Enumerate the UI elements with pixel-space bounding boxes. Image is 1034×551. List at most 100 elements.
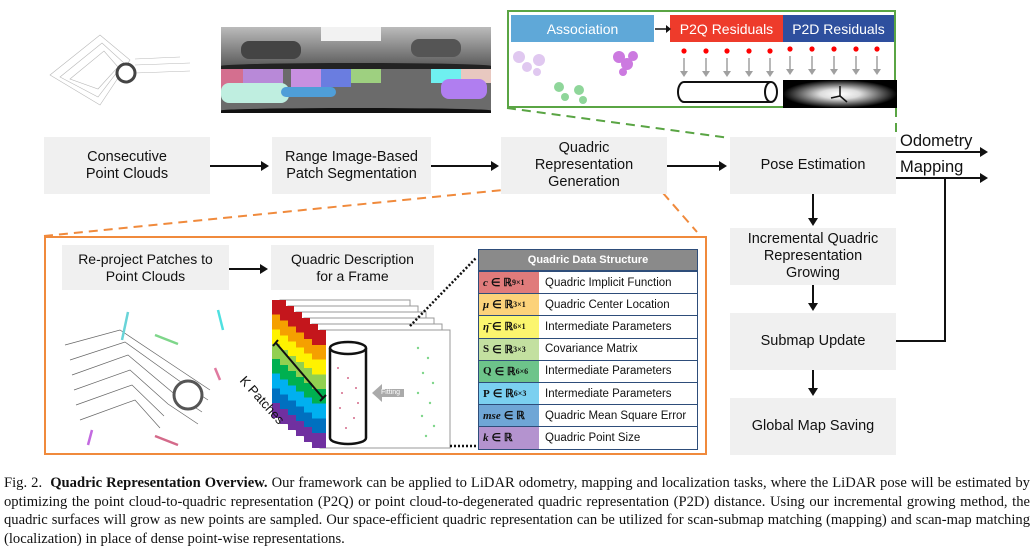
arrow-clouds-to-segmentation xyxy=(210,161,269,171)
patch-points xyxy=(416,346,436,438)
table-row: k∈ ℝ Quadric Point Size xyxy=(479,426,697,449)
dims-text: 3×1 xyxy=(513,300,526,310)
p2q-residuals-label: P2Q Residuals xyxy=(679,20,774,37)
segmented-range-image xyxy=(221,69,491,113)
space-text: ∈ ℝ xyxy=(494,365,516,378)
mapping-output-arrow xyxy=(896,173,988,183)
row-symbol: mse∈ ℝ xyxy=(479,405,539,427)
submap-feedback-line-v xyxy=(944,177,946,342)
orange-callout-right xyxy=(662,192,698,233)
arrow-generation-to-pose xyxy=(667,161,727,171)
association-clusters xyxy=(513,51,638,104)
pose-detail-graphic xyxy=(513,25,897,108)
reprojected-point-cloud-graphic xyxy=(64,309,225,447)
submap-feedback-line-h xyxy=(896,340,946,342)
range-image xyxy=(221,27,491,69)
space-text: ∈ ℝ xyxy=(491,432,513,445)
green-callout-left xyxy=(506,107,731,139)
association-header: Association xyxy=(511,15,654,42)
coordinate-axes-icon xyxy=(830,86,848,103)
row-description: Quadric Mean Square Error xyxy=(545,409,687,422)
association-label: Association xyxy=(546,20,619,37)
row-description: Intermediate Parameters xyxy=(545,320,672,333)
space-text: ∈ ℝ xyxy=(490,277,512,290)
caption-body: Our framework can be applied to LiDAR od… xyxy=(4,475,1030,547)
space-text: ∈ ℝ xyxy=(492,299,514,312)
residual-arrows xyxy=(680,46,881,77)
k-patches-bracket xyxy=(272,339,327,402)
caption-label: Fig. 2. xyxy=(4,475,43,491)
symbol-text: P xyxy=(483,387,490,400)
symbol-text: μ xyxy=(483,298,490,311)
arrow-segmentation-to-generation xyxy=(431,161,499,171)
incremental-growing-box: Incremental Quadric Representation Growi… xyxy=(730,228,896,285)
arrow-reproject-to-description xyxy=(229,264,268,274)
symbol-text: mse xyxy=(483,409,501,422)
figure-caption: Fig. 2. Quadric Representation Overview.… xyxy=(4,474,1030,548)
point-cloud-image xyxy=(40,15,191,115)
k-patches-stack-graphic xyxy=(272,257,478,449)
row-description: Quadric Point Size xyxy=(545,431,641,444)
symbol-text: k xyxy=(483,431,489,444)
symbol-text: S xyxy=(483,343,490,356)
symbol-text: c xyxy=(483,276,488,289)
dims-text: 6×3 xyxy=(513,389,527,399)
row-description: Covariance Matrix xyxy=(545,343,638,356)
row-description: Intermediate Parameters xyxy=(545,365,672,378)
dims-text: 9×1 xyxy=(511,278,525,288)
p2d-residuals-header: P2D Residuals xyxy=(783,15,894,42)
cylinder-quadric-icon xyxy=(677,81,778,103)
quadric-generation-box: Quadric Representation Generation xyxy=(501,137,667,194)
row-description: Intermediate Parameters xyxy=(545,387,672,400)
mapping-output-label: Mapping xyxy=(900,158,964,176)
row-symbol: k∈ ℝ xyxy=(479,427,539,449)
quadric-description-box: Quadric Description for a Frame xyxy=(271,245,434,290)
odometry-output-label: Odometry xyxy=(900,132,973,150)
p2d-residuals-label: P2D Residuals xyxy=(792,20,885,37)
symbol-text: η̄ xyxy=(483,320,490,333)
caption-title: Quadric Representation Overview. xyxy=(50,475,268,491)
orange-callout-left xyxy=(43,189,504,237)
pose-detail-panel: Association P2Q Residuals P2D Residuals xyxy=(507,10,897,108)
submap-update-box: Submap Update xyxy=(730,313,896,370)
global-map-saving-box: Global Map Saving xyxy=(730,398,896,455)
cylinder-icon xyxy=(328,340,368,446)
table-row: mse∈ ℝ Quadric Mean Square Error xyxy=(479,404,697,427)
point-cloud-scan-graphic xyxy=(49,34,191,106)
arrow-growing-to-submap xyxy=(808,285,818,311)
symbol-text: Q xyxy=(483,365,492,378)
space-text: ∈ ℝ xyxy=(492,343,514,356)
table-title: Quadric Data Structure xyxy=(479,250,697,271)
odometry-output-arrow xyxy=(896,147,988,157)
cylinder-points xyxy=(337,367,359,429)
space-text: ∈ ℝ xyxy=(492,321,514,334)
fitting-arrow xyxy=(372,384,404,402)
arrow-submap-to-global xyxy=(808,370,818,396)
row-description: Quadric Center Location xyxy=(545,298,670,311)
row-description: Quadric Implicit Function xyxy=(545,276,672,289)
space-text: ∈ ℝ xyxy=(492,388,514,401)
dims-text: 6×6 xyxy=(515,366,529,376)
space-text: ∈ ℝ xyxy=(503,410,525,423)
p2q-residuals-header: P2Q Residuals xyxy=(670,15,783,42)
dims-text: 3×3 xyxy=(513,344,526,354)
range-image-segmentation-box: Range Image-Based Patch Segmentation xyxy=(272,137,431,194)
reproject-patches-box: Re-project Patches to Point Clouds xyxy=(62,245,229,290)
fitting-label: Fitting xyxy=(381,389,401,396)
dims-text: 6×1 xyxy=(513,322,526,332)
quadric-detail-panel xyxy=(44,236,707,455)
arrow-pose-to-growing xyxy=(808,194,818,226)
